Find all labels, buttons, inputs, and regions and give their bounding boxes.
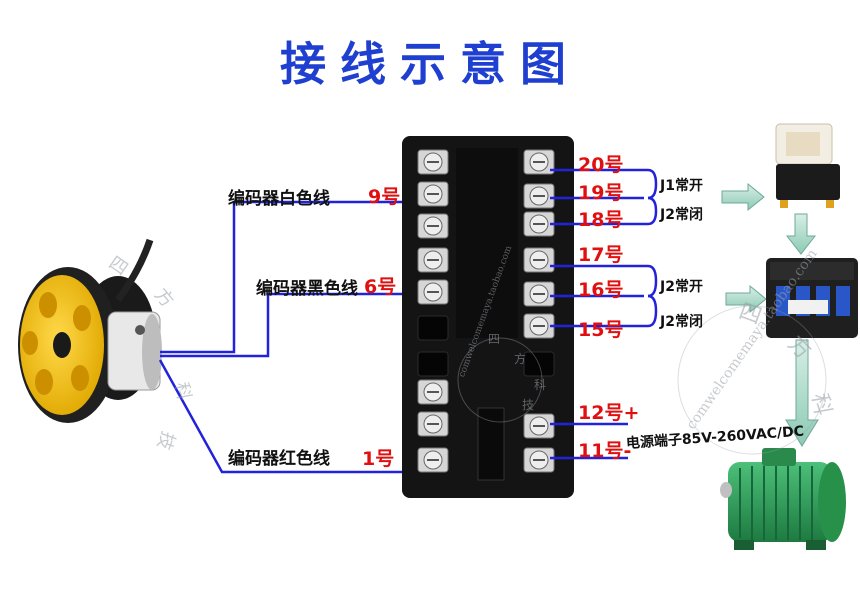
red-wire-label: 编码器红色线	[228, 449, 330, 469]
left-terminal-screws	[417, 149, 449, 473]
watermark-seal-right	[677, 305, 827, 455]
right-empty-slot-1	[523, 351, 555, 377]
relay-icon	[775, 123, 840, 208]
right-screw-8	[523, 447, 555, 473]
left-screw-4	[417, 247, 449, 273]
relay-wires	[550, 168, 658, 460]
j2-normally-open-label: J2常开	[660, 279, 703, 295]
terminal-12-label: 12号+	[578, 402, 640, 424]
right-screw-5	[523, 281, 555, 307]
left-empty-slot-2	[417, 351, 449, 377]
terminal-18-label: 18号	[578, 209, 624, 231]
left-screw-8	[417, 447, 449, 473]
terminal-15-label: 15号	[578, 319, 624, 341]
terminal-19-label: 19号	[578, 182, 624, 204]
diagram-title: 接线示意图	[280, 37, 580, 91]
watermark-center-char-3: 科	[534, 378, 547, 392]
right-screw-6	[523, 313, 555, 339]
flow-arrows	[721, 182, 819, 447]
terminal-11-label: 11号-	[578, 440, 632, 462]
watermark-center-char-4: 技	[522, 398, 535, 412]
right-screw-3	[523, 211, 555, 237]
encoder-wires	[158, 200, 418, 474]
controller-terminal-block	[402, 136, 574, 498]
left-screw-5	[417, 279, 449, 305]
terminal-20-label: 20号	[578, 154, 624, 176]
black-wire-label: 编码器黑色线	[256, 279, 358, 299]
contactor-icon	[766, 258, 858, 338]
left-screw-3	[417, 213, 449, 239]
left-screw-1	[417, 149, 449, 175]
left-screw-7	[417, 411, 449, 437]
terminal-17-label: 17号	[578, 244, 624, 266]
white-wire-label: 编码器白色线	[228, 189, 330, 209]
j2-normally-closed-label-a: J2常闭	[660, 207, 703, 223]
left-screw-6	[417, 379, 449, 405]
watermark-seal-center	[457, 337, 543, 423]
watermark-center-char-1: 四	[488, 332, 501, 346]
right-screw-4	[523, 247, 555, 273]
right-screw-1	[523, 149, 555, 175]
white-wire-terminal: 9号	[368, 186, 401, 208]
j2-normally-closed-label-b: J2常闭	[660, 314, 703, 330]
terminal-16-label: 16号	[578, 279, 624, 301]
right-screw-2	[523, 183, 555, 209]
watermark-center-char-2: 方	[514, 352, 527, 366]
left-screw-2	[417, 181, 449, 207]
right-screw-7	[523, 413, 555, 439]
red-wire-terminal: 1号	[362, 448, 395, 470]
black-wire-terminal: 6号	[364, 276, 397, 298]
motor-icon	[720, 448, 846, 550]
left-empty-slot-1	[417, 315, 449, 341]
j1-normally-open-label: J1常开	[660, 178, 703, 194]
encoder-wheel-icon	[18, 238, 162, 423]
